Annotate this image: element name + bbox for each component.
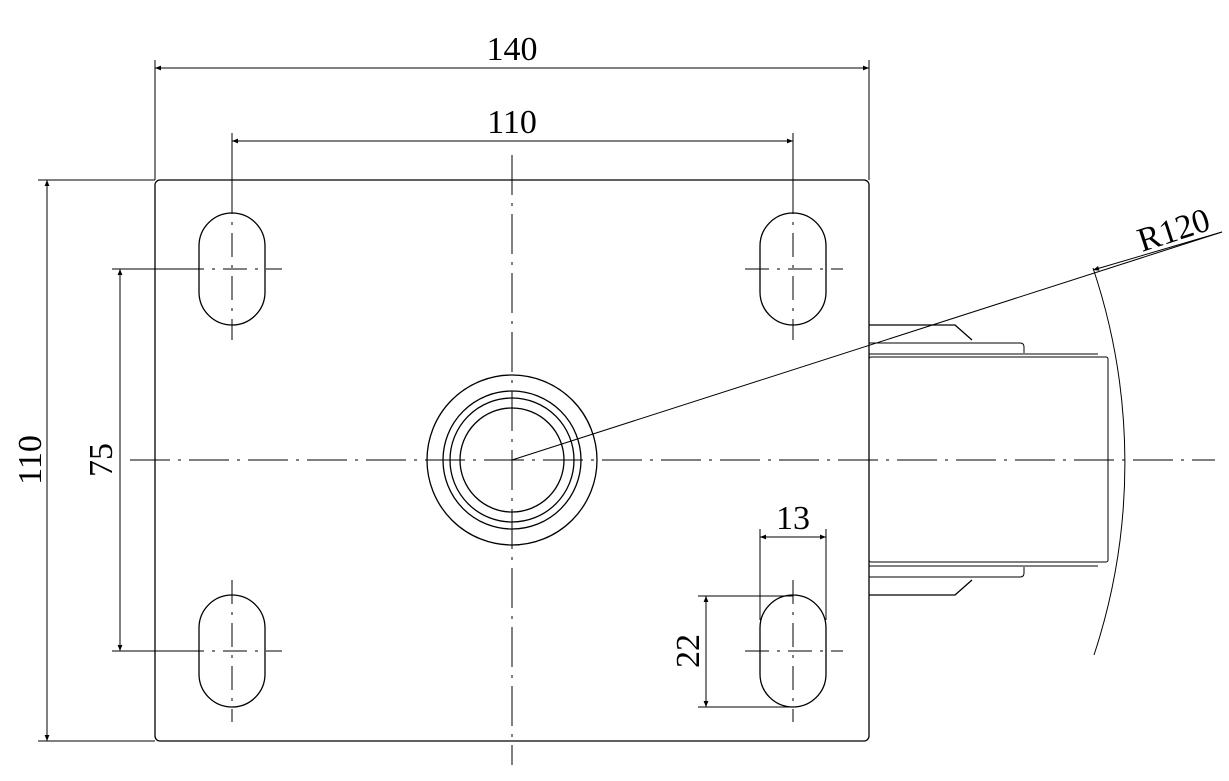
hole-spacing-x-label: 110	[487, 104, 537, 141]
swivel-radius-label: R120	[1133, 202, 1215, 260]
plate-width-label: 140	[487, 31, 538, 68]
slot-length-label: 22	[670, 634, 707, 668]
hole-spacing-y-label: 75	[83, 443, 120, 477]
kingpin-boss	[426, 374, 598, 546]
wheel-assembly	[868, 267, 1126, 656]
slot-width-label: 13	[776, 500, 810, 537]
plate-height-label: 110	[12, 435, 49, 485]
